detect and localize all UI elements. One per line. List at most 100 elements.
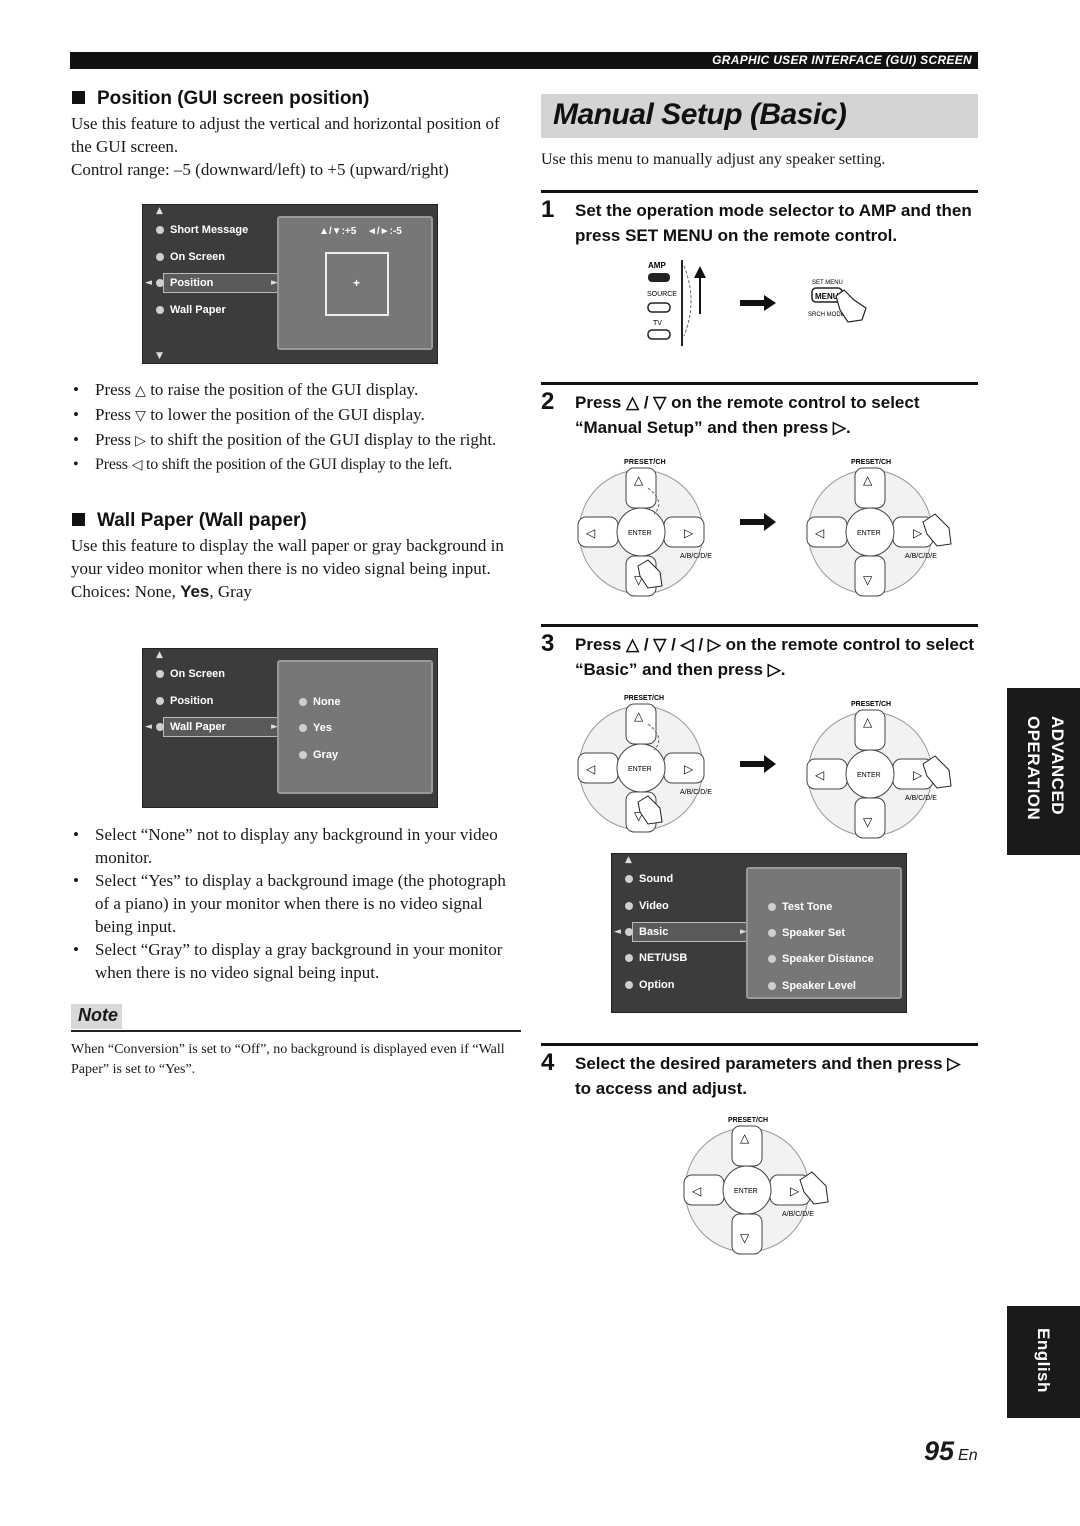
remote-dpad-center: PRESET/CH ENTER △ ▽ ◁ ▷ A/B/C/D/E: [683, 1117, 829, 1255]
position-description: Use this feature to adjust the vertical …: [71, 114, 500, 179]
svg-text:PRESET/CH: PRESET/CH: [851, 459, 891, 466]
svg-text:△: △: [863, 715, 873, 729]
right-triangle-icon: ▷: [135, 433, 146, 449]
step-text: Press △ / ▽ on the remote control to sel…: [575, 393, 920, 437]
intro-text: Use this menu to manually adjust any spe…: [541, 151, 886, 168]
step-number: 2: [541, 388, 555, 415]
selected-left-arrow-icon: ◄: [614, 927, 621, 937]
pressing-hand-icon: [835, 289, 867, 323]
svg-text:ENTER: ENTER: [628, 766, 652, 773]
note-rule: [71, 1030, 521, 1032]
menu-item: On Screen: [156, 668, 225, 680]
next-arrow-icon: [740, 295, 776, 311]
menu-item: Basic: [625, 926, 668, 938]
operation-label: OPERATION: [1024, 716, 1043, 821]
english-label: English: [1034, 1328, 1053, 1393]
svg-text:△: △: [634, 473, 644, 487]
svg-text:PRESET/CH: PRESET/CH: [851, 701, 891, 708]
wall-paper-heading: Wall Paper (Wall paper): [70, 510, 307, 532]
remote-dpad-left: PRESET/CH ENTER △ ▽ ◁ ▷ A/B/C/D/E: [577, 695, 712, 833]
menu-item: Short Message: [156, 224, 248, 236]
note-badge: Note: [71, 1004, 122, 1029]
note-text: When “Conversion” is set to “Off”, no ba…: [71, 1042, 505, 1077]
page-title-box: Manual Setup (Basic): [541, 94, 978, 138]
menu-item: Video: [625, 900, 669, 912]
menu-item: Position: [156, 695, 213, 707]
svg-text:PRESET/CH: PRESET/CH: [624, 459, 666, 466]
vertical-readout: ▲/▼:+5: [319, 226, 357, 237]
svg-text:▷: ▷: [790, 1184, 800, 1198]
selected-right-arrow-icon: ►: [740, 927, 747, 937]
heading-square-icon: [72, 513, 85, 526]
svg-text:▷: ▷: [913, 526, 923, 540]
svg-text:▷: ▷: [913, 768, 923, 782]
scroll-up-icon: ▲: [156, 206, 163, 216]
svg-text:ENTER: ENTER: [734, 1188, 758, 1195]
svg-text:A/B/C/D/E: A/B/C/D/E: [782, 1211, 814, 1218]
horizontal-readout: ◄/►:-5: [367, 226, 402, 237]
menu-item: Wall Paper: [156, 721, 226, 733]
step-number: 4: [541, 1049, 555, 1076]
svg-text:◁: ◁: [814, 768, 824, 782]
advanced-label: ADVANCED: [1048, 716, 1067, 816]
svg-text:◁: ◁: [585, 762, 595, 776]
list-item: Press ◁ to shift the position of the GUI…: [71, 453, 511, 477]
svg-text:▽: ▽: [634, 809, 644, 823]
remote-dpad-right: PRESET/CH ENTER △ ▽ ◁ ▷ A/B/C/D/E: [806, 459, 952, 597]
svg-text:△: △: [863, 473, 873, 487]
svg-text:A/B/C/D/E: A/B/C/D/E: [680, 789, 712, 796]
side-tab-advanced-operation: ADVANCED OPERATION: [1007, 688, 1080, 855]
wall-paper-description: Use this feature to display the wall pap…: [71, 536, 504, 601]
pressing-hand-icon: [799, 1171, 829, 1205]
down-triangle-icon: ▽: [135, 408, 146, 424]
next-arrow-icon: [740, 513, 776, 531]
menu-item: Position: [156, 277, 213, 289]
remote-dpad-left: PRESET/CH ENTER △ ▽ ◁ ▷ A/B/C/D/E: [577, 459, 712, 597]
step-rule: [541, 624, 978, 627]
svg-text:ENTER: ENTER: [857, 530, 881, 537]
svg-text:ENTER: ENTER: [857, 772, 881, 779]
option-item: Yes: [299, 722, 332, 734]
option-item: Speaker Level: [768, 980, 856, 992]
set-menu-label: SET MENU: [812, 280, 843, 286]
option-item: Test Tone: [768, 901, 832, 913]
selected-left-arrow-icon: ◄: [145, 278, 152, 288]
list-item: Press △ to raise the position of the GUI…: [71, 378, 511, 403]
option-item: Speaker Set: [768, 927, 845, 939]
options-panel: Test Tone Speaker Set Speaker Distance S…: [746, 867, 902, 999]
step-text: Set the operation mode selector to AMP a…: [575, 201, 972, 245]
remote-mode-illustration: AMP SOURCE TV SET MENU MENU SRCH MODE: [647, 260, 867, 346]
list-item: Select “Yes” to display a background ima…: [71, 869, 511, 938]
step-text: Press △ / ▽ / ◁ / ▷ on the remote contro…: [575, 635, 974, 679]
section-label: GRAPHIC USER INTERFACE (GUI) SCREEN: [712, 53, 972, 67]
source-label: SOURCE: [647, 291, 677, 298]
list-item: Select “Gray” to display a gray backgrou…: [71, 938, 511, 984]
menu-item: Sound: [625, 873, 673, 885]
section-header-bar: GRAPHIC USER INTERFACE (GUI) SCREEN: [70, 52, 978, 69]
side-tab-english: English: [1007, 1306, 1080, 1418]
svg-text:ENTER: ENTER: [628, 530, 652, 537]
position-bullets: Press △ to raise the position of the GUI…: [71, 378, 511, 477]
wall-paper-bullets: Select “None” not to display any backgro…: [71, 823, 511, 984]
svg-text:◁: ◁: [814, 526, 824, 540]
list-item: Press ▽ to lower the position of the GUI…: [71, 403, 511, 428]
scroll-up-icon: ▲: [625, 855, 632, 865]
menu-item: On Screen: [156, 251, 225, 263]
heading-square-icon: [72, 91, 85, 104]
position-heading: Position (GUI screen position): [70, 88, 369, 110]
gui-wall-paper-screen: ▲ ◄ ► On Screen Position Wall Paper None…: [142, 648, 438, 808]
position-panel: ▲/▼:+5 ◄/►:-5 +: [277, 216, 433, 350]
step-number: 3: [541, 630, 555, 657]
step-number: 1: [541, 196, 555, 223]
menu-item: Wall Paper: [156, 304, 226, 316]
tv-label: TV: [653, 320, 662, 327]
menu-label: MENU: [815, 292, 839, 301]
option-item: None: [299, 696, 341, 708]
option-item: Speaker Distance: [768, 953, 874, 965]
page-title: Manual Setup (Basic): [553, 98, 847, 131]
svg-text:△: △: [740, 1131, 750, 1145]
step-rule: [541, 190, 978, 193]
page-number: 95 En: [924, 1436, 978, 1466]
svg-text:▽: ▽: [634, 573, 644, 587]
step-rule: [541, 1043, 978, 1046]
